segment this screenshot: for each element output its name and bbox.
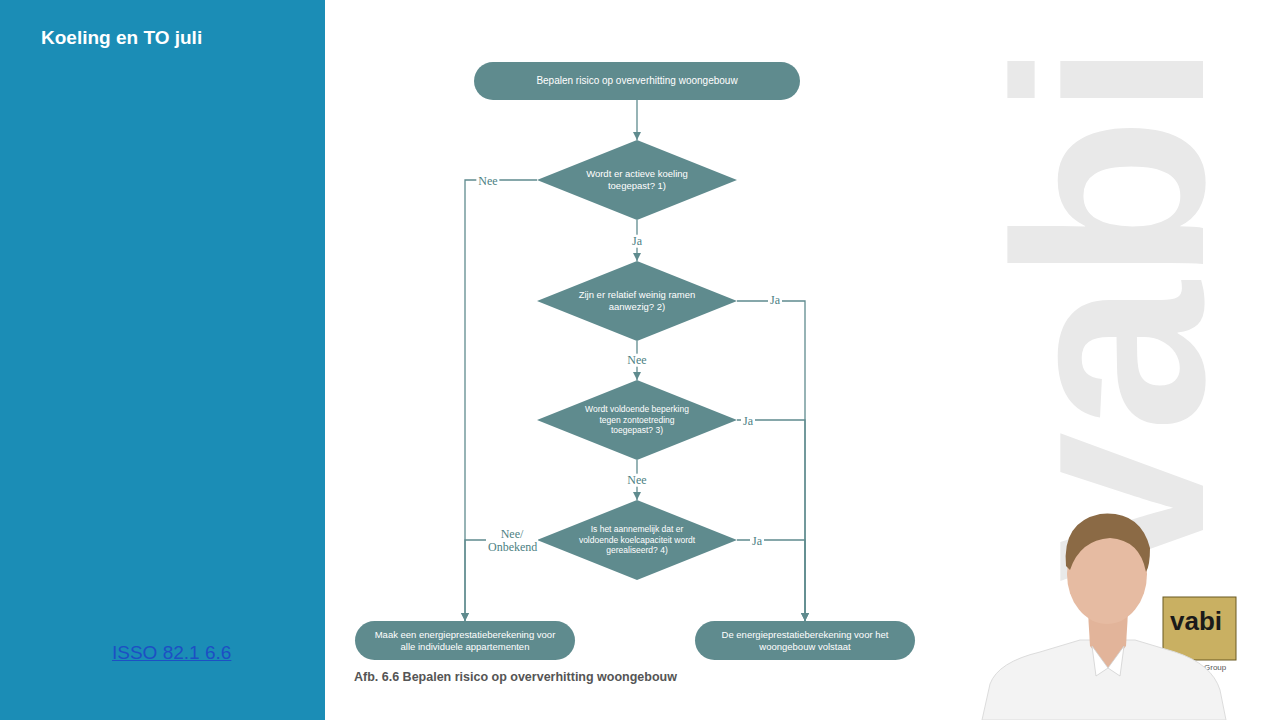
node-text: Bepalen risico op oververhitting woongeb… (536, 75, 737, 88)
edge-label: Ja (768, 294, 782, 307)
flow-connector (465, 180, 537, 621)
diamond-text-area: Zijn er relatief weinig ramen aanwezig? … (537, 261, 737, 341)
end-box: Maak een energieprestatieberekening voor… (355, 621, 575, 660)
side-panel (0, 0, 325, 720)
edge-label: Nee (625, 474, 648, 487)
logo-subtitle: ftware Group (1180, 663, 1226, 672)
node-text: Wordt voldoende beperking tegen zontoetr… (578, 404, 696, 436)
diamond-shape (537, 140, 737, 220)
flow-connector (737, 301, 805, 621)
reference-link: ISSO 82.1 6.6 (112, 642, 231, 664)
diamond-text-area: Wordt voldoende beperking tegen zontoetr… (537, 380, 737, 460)
edge-label: Nee/ Onbekend (486, 528, 538, 553)
watermark: vabi (975, 42, 1245, 582)
end-box: De energieprestatieberekening voor het w… (695, 621, 915, 660)
logo-text: vabi (1170, 608, 1222, 634)
node-text: Zijn er relatief weinig ramen aanwezig? … (577, 289, 697, 313)
presenter-neck (1088, 612, 1128, 668)
diamond-text-area: Is het aannemelijk dat er voldoende koel… (537, 500, 737, 580)
diamond-shape (537, 261, 737, 341)
edge-label: Ja (741, 415, 755, 428)
diamond-text-area: Wordt er actieve koeling toegepast? 1) (537, 140, 737, 220)
node-text: De energieprestatieberekening voor het w… (709, 629, 901, 653)
diamond-shape (537, 380, 737, 460)
start-box: Bepalen risico op oververhitting woongeb… (474, 62, 800, 100)
edge-label: Nee (476, 175, 499, 188)
figure-caption: Afb. 6.6 Bepalen risico op oververhittin… (354, 670, 677, 684)
flow-connector (636, 100, 637, 140)
presenter-collar (1092, 646, 1124, 676)
decision-diamond: Wordt voldoende beperking tegen zontoetr… (537, 380, 737, 460)
edge-label: Ja (750, 535, 764, 548)
node-text: Wordt er actieve koeling toegepast? 1) (577, 168, 697, 192)
node-text: Maak een energieprestatieberekening voor… (369, 629, 561, 653)
decision-diamond: Wordt er actieve koeling toegepast? 1) (537, 140, 737, 220)
logo-tile (1163, 597, 1236, 660)
decision-diamond: Zijn er relatief weinig ramen aanwezig? … (537, 261, 737, 341)
slide-title: Koeling en TO juli (41, 27, 202, 49)
edge-label: Ja (630, 235, 644, 248)
diamond-shape (537, 500, 737, 580)
flow-connector (737, 540, 805, 621)
presenter-shirt (982, 640, 1226, 720)
decision-diamond: Is het aannemelijk dat er voldoende koel… (537, 500, 737, 580)
flow-connector (737, 420, 805, 621)
edge-label: Nee (625, 354, 648, 367)
node-text: Is het aannemelijk dat er voldoende koel… (573, 524, 701, 556)
